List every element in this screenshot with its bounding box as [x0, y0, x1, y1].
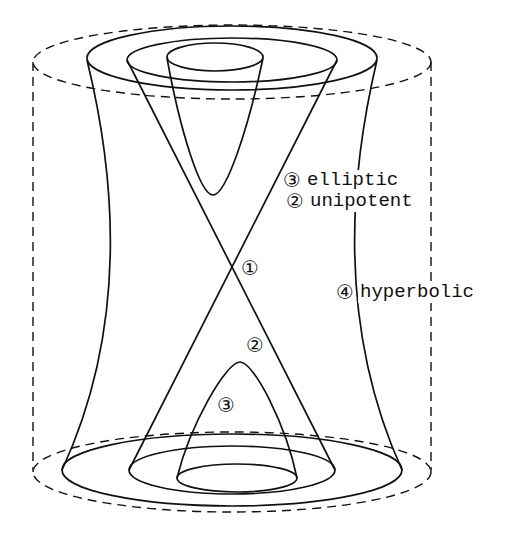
cone-bottom	[129, 446, 335, 494]
hyperboloid-side	[355, 60, 402, 470]
callout-number: ①	[240, 258, 260, 278]
cylinder-bottom	[33, 432, 431, 512]
sheet-bottom	[177, 464, 297, 492]
sheet-top	[167, 43, 263, 71]
cone-line	[127, 60, 335, 470]
callout-number: ③	[282, 170, 302, 190]
surface-label: elliptic	[305, 170, 400, 191]
surface-label: hyperbolic	[358, 282, 476, 303]
cone-line	[129, 60, 337, 470]
hyperboloid-top	[87, 26, 377, 90]
sheet-upper	[167, 58, 263, 195]
sheet-lower	[177, 362, 297, 478]
hyperboloid-side	[62, 60, 110, 470]
callout-number: ④	[335, 282, 355, 302]
callout-number: ②	[285, 191, 305, 211]
cone-top	[127, 38, 337, 82]
cylinder-side	[32, 62, 33, 472]
callout-number: ②	[245, 335, 265, 355]
surface-label: unipotent	[308, 191, 415, 212]
cylinder-side	[430, 62, 431, 472]
callout-number: ③	[216, 395, 236, 415]
hyperboloid-bottom	[62, 434, 402, 506]
